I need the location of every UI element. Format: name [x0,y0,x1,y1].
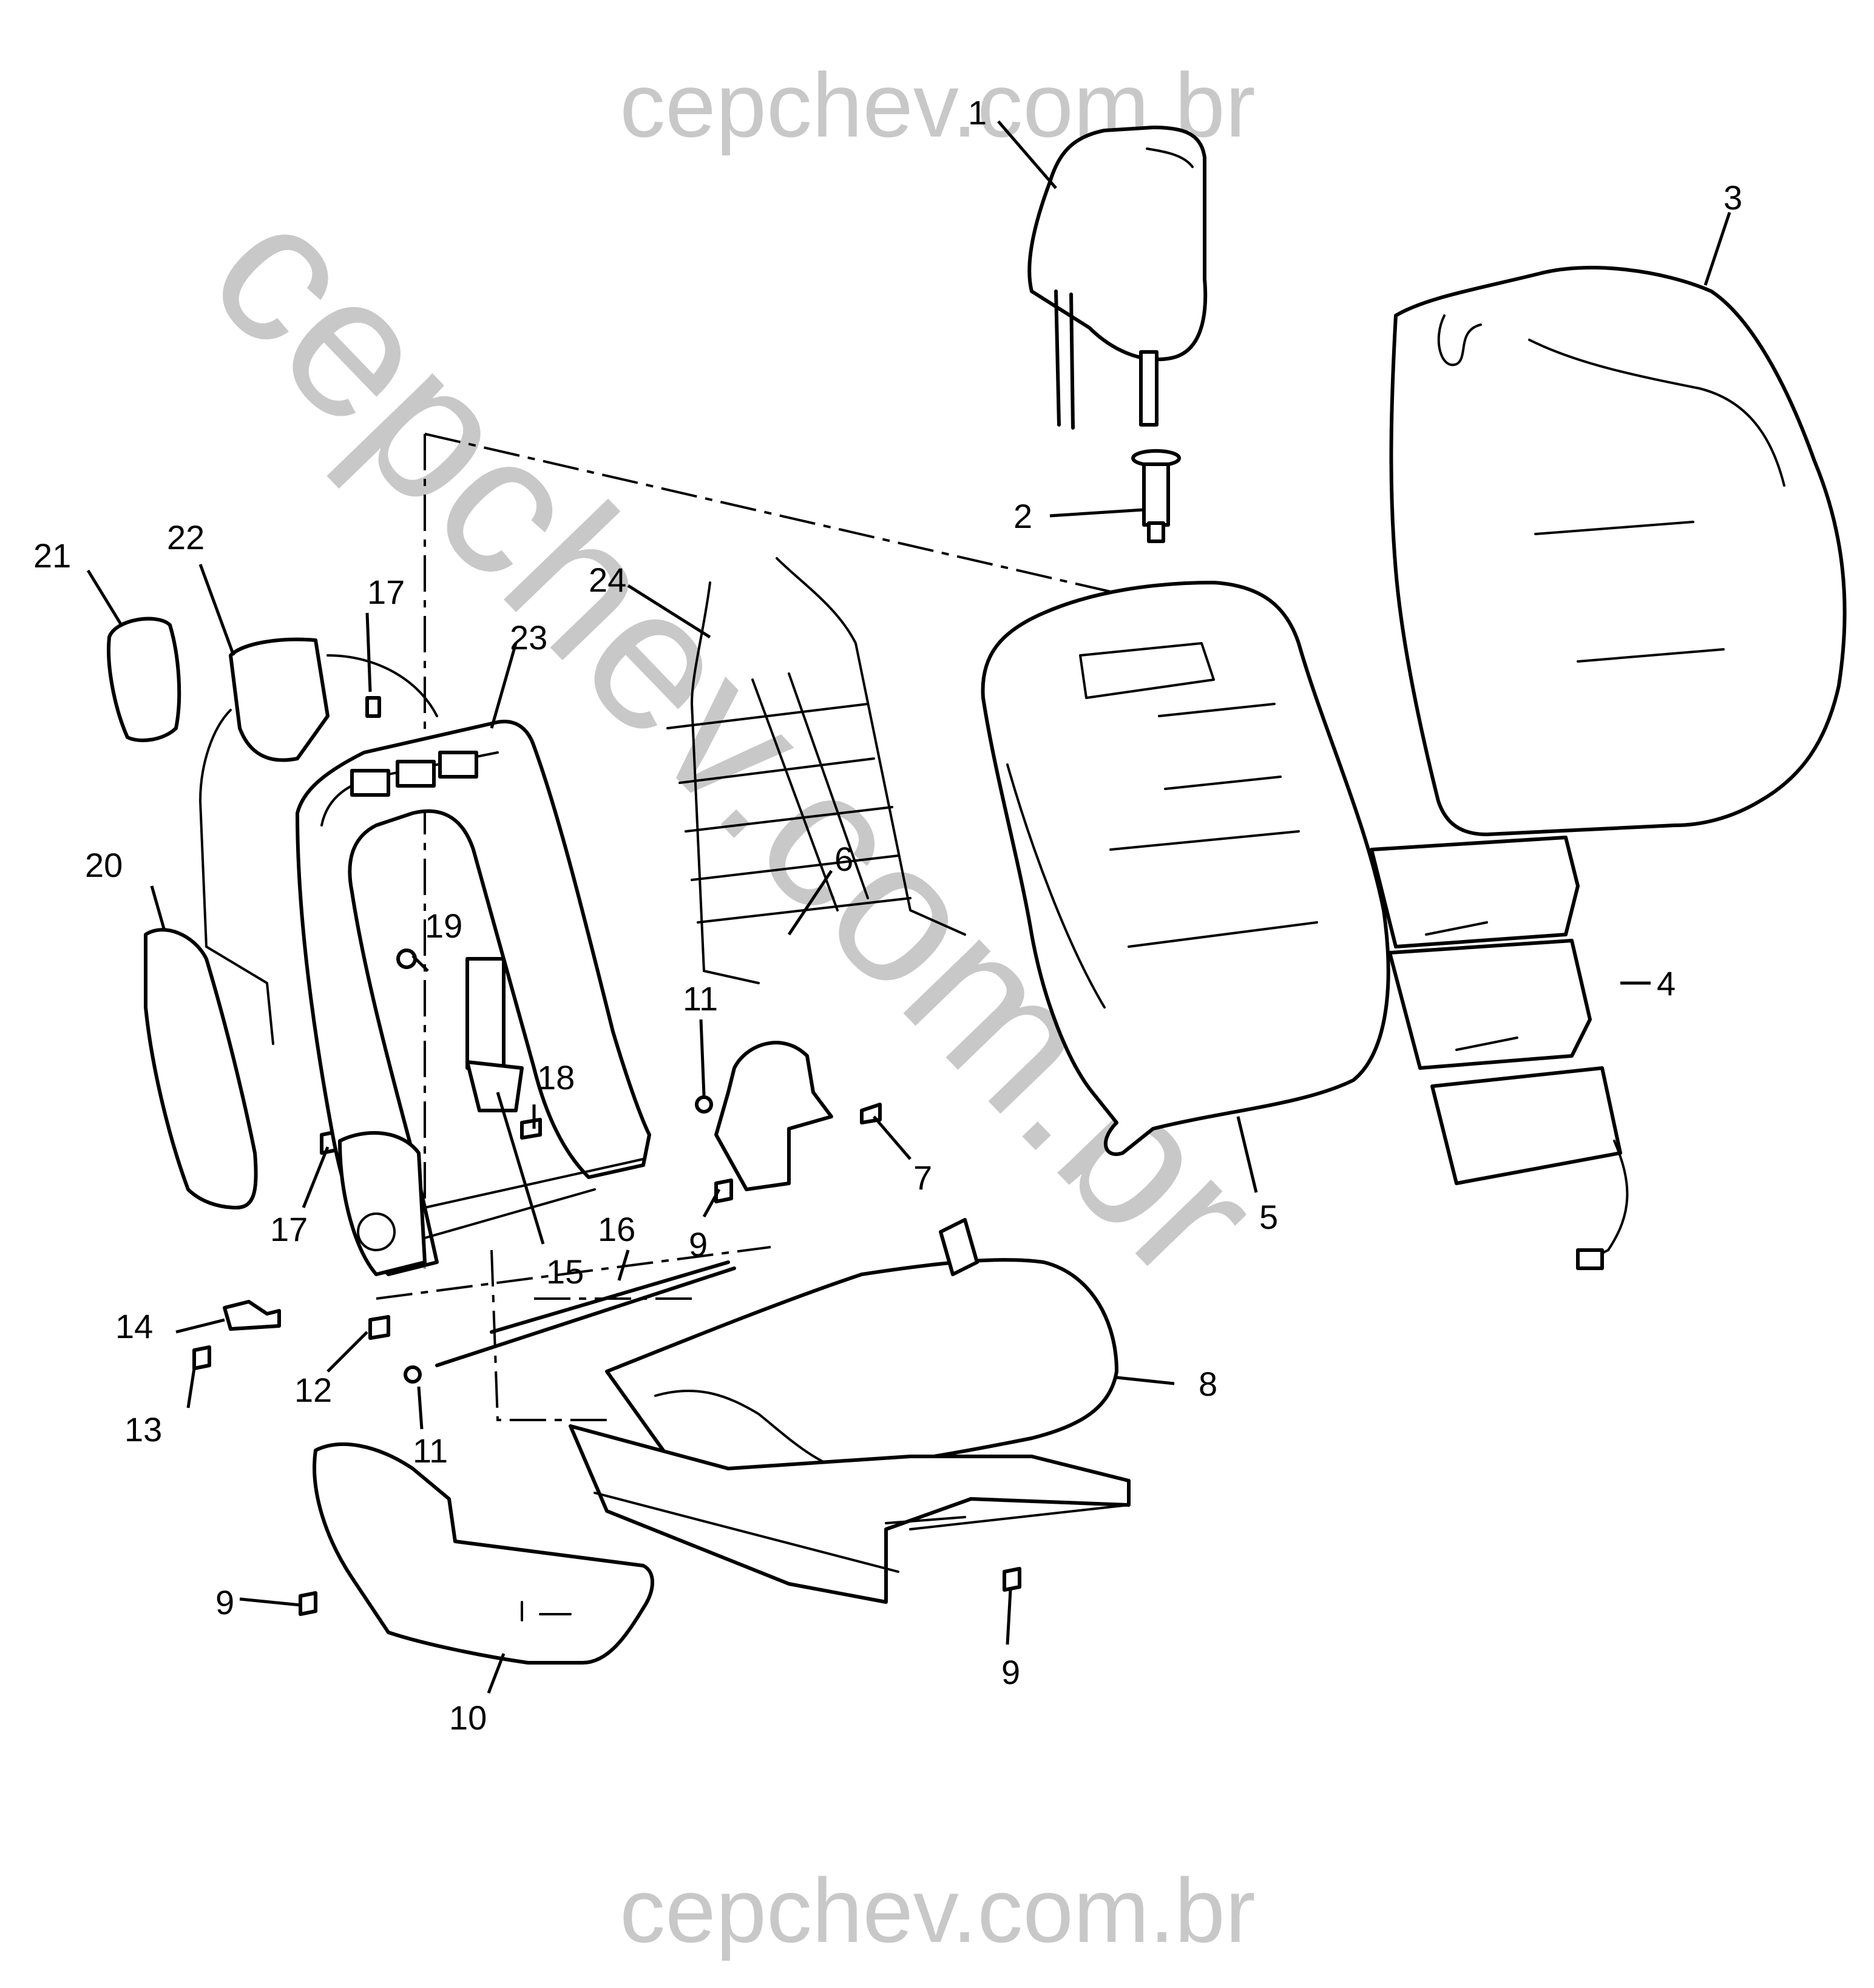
callout-11-a: 11 [683,979,718,1018]
side-bracket [714,1041,833,1191]
recliner-handle-cable [199,637,438,1045]
callout-7: 7 [913,1158,932,1197]
callout-1: 1 [968,93,987,132]
side-trim-panel [313,1442,654,1665]
leader-lines [86,120,1731,1694]
callout-4: 4 [1657,964,1676,1002]
callout-21: 21 [33,536,71,575]
headrest-guide [1131,449,1181,543]
callout-18: 18 [537,1058,575,1097]
callout-13: 13 [124,1410,162,1449]
headrest [1027,126,1208,430]
callout-16: 16 [598,1210,635,1248]
callout-23: 23 [510,618,547,657]
callout-20: 20 [85,846,123,884]
callout-labels: 1 2 3 4 5 6 7 8 9 9 9 10 11 11 12 13 14 … [33,93,1742,1737]
callout-10: 10 [449,1699,487,1737]
seat-cushion-adjuster [569,1218,1131,1604]
callout-2: 2 [1013,497,1032,535]
callout-5: 5 [1259,1198,1278,1236]
callout-15: 15 [546,1253,584,1291]
side-bolster-cover [144,928,258,1209]
watermark-bottom: cepchev.com.br [620,1859,1256,1961]
callout-22: 22 [167,518,205,556]
callout-19: 19 [425,907,462,945]
callout-6: 6 [834,840,853,878]
callout-9-b: 9 [215,1583,234,1621]
callout-9-c: 9 [1001,1653,1020,1691]
callout-17-a: 17 [367,573,405,611]
callout-9-a: 9 [689,1225,708,1263]
recliner-motor [465,957,524,1112]
callout-17-b: 17 [270,1210,308,1248]
seatback-pad [981,581,1390,1156]
seatback-frame [296,720,651,1276]
callout-8: 8 [1199,1365,1217,1403]
callout-12: 12 [294,1371,332,1409]
torque-rods [435,1260,736,1367]
callout-3: 3 [1723,178,1742,217]
callout-24: 24 [589,561,626,599]
lumbar-suspension-mat [666,557,966,984]
alignment-line-seat [376,1246,771,1421]
alignment-line [424,433,1111,1268]
seatback-cover [1389,266,1847,836]
recliner-bezel [107,617,181,742]
callout-14: 14 [115,1307,153,1345]
seat-heater-pads [1370,836,1629,1270]
small-bracket [223,1300,281,1331]
callout-11-b: 11 [413,1432,448,1470]
